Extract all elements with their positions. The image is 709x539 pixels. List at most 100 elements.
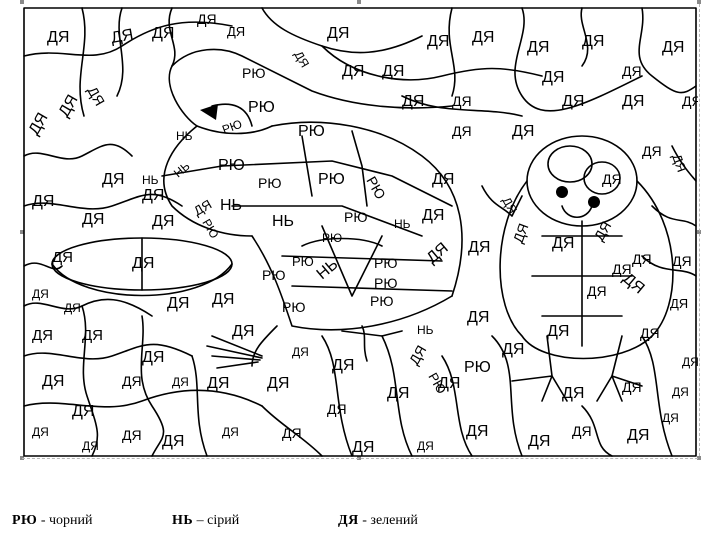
syllable-label: ДЯ [332, 357, 354, 374]
legend-color-name: чорний [49, 513, 93, 528]
syllable-label: ДЯ [512, 123, 534, 140]
syllable-label: ДЯ [82, 327, 103, 344]
syllable-label: ДЯ [622, 93, 644, 110]
legend-color-name: сірий [207, 513, 240, 528]
syllable-label: ДЯ [632, 251, 652, 267]
syllable-label: ДЯ [502, 341, 524, 358]
syllable-label: ДЯ [572, 423, 592, 439]
syllable-label: ДЯ [142, 187, 164, 204]
legend-entry-1: РЮ - чорний [12, 513, 93, 529]
syllable-label: ДЯ [197, 11, 217, 27]
syllable-label: ДЯ [438, 375, 460, 392]
legend-entry-2: НЬ – сірий [172, 513, 239, 529]
syllable-label: ДЯ [327, 25, 349, 42]
syllable-label: ДЯ [602, 171, 622, 187]
syllable-label: ДЯ [207, 375, 229, 392]
syllable-label: РЮ [282, 299, 305, 315]
syllable-label: НЬ [220, 197, 242, 214]
syllable-label: ДЯ [167, 295, 189, 312]
syllable-label: ДЯ [132, 255, 154, 272]
syllable-label: ДЯ [56, 92, 82, 120]
legend-code: НЬ [172, 513, 194, 528]
syllable-label: НЬ [417, 323, 434, 337]
eye-marks [200, 104, 600, 208]
syllable-label: ДЯ [382, 63, 404, 80]
syllable-label: ДЯ [622, 379, 642, 395]
syllable-label: ДЯ [422, 207, 444, 224]
syllable-label: ДЯ [327, 401, 347, 417]
resize-handle-top-left[interactable] [20, 0, 24, 4]
syllable-label: ДЯ [26, 110, 52, 138]
syllable-label: РЮ [464, 359, 491, 376]
syllable-label: ДЯ [267, 375, 289, 392]
syllable-labels: ДЯ ДЯ ДЯ ДЯ ДЯ ДЯ ДЯ ДЯ ДЯ ДЯ ДЯ ДЯ ДЯ ДЯ ДЯ ДЯ ДЯ ДЯ ДЯ ДЯ… [26, 11, 698, 456]
syllable-label: РЮ [220, 117, 244, 137]
syllable-label: ДЯ [528, 433, 550, 450]
syllable-label: ДЯ [191, 197, 214, 219]
syllable-label: ДЯ [82, 439, 99, 453]
syllable-label: ДЯ [591, 219, 615, 244]
legend-separator: - [37, 513, 49, 528]
syllable-label: ДЯ [452, 93, 472, 109]
image-frame: ДЯ ДЯ ДЯ ДЯ ДЯ ДЯ ДЯ ДЯ ДЯ ДЯ ДЯ ДЯ ДЯ ДЯ ДЯ ДЯ ДЯ ДЯ ДЯ ДЯ… [20, 0, 701, 460]
syllable-label: ДЯ [417, 439, 434, 453]
syllable-label: ДЯ [452, 123, 472, 139]
coloring-puzzle[interactable]: ДЯ ДЯ ДЯ ДЯ ДЯ ДЯ ДЯ ДЯ ДЯ ДЯ ДЯ ДЯ ДЯ ДЯ ДЯ ДЯ ДЯ ДЯ ДЯ ДЯ… [22, 6, 698, 458]
resize-handle-bottom-right[interactable] [697, 456, 701, 460]
syllable-label: ДЯ [110, 26, 135, 47]
syllable-label: ДЯ [424, 240, 452, 267]
syllable-label: ДЯ [669, 152, 689, 174]
syllable-label: ДЯ [172, 375, 189, 389]
syllable-label: ДЯ [527, 39, 549, 56]
syllable-label: ДЯ [582, 33, 604, 50]
selection-border-bottom [22, 458, 698, 459]
syllable-label: РЮ [363, 174, 389, 202]
syllable-label: ДЯ [222, 425, 239, 439]
syllable-label: ДЯ [402, 93, 424, 110]
syllable-label: ДЯ [432, 171, 454, 188]
syllable-label: РЮ [318, 171, 345, 188]
syllable-label: ДЯ [662, 411, 679, 425]
syllable-label: РЮ [248, 99, 275, 116]
syllable-label: ДЯ [552, 235, 574, 252]
syllable-label: ДЯ [227, 24, 245, 39]
resize-handle-middle-left[interactable] [20, 230, 24, 234]
syllable-label: РЮ [298, 123, 325, 140]
syllable-label: ДЯ [122, 373, 142, 389]
syllable-label: ДЯ [84, 84, 108, 109]
syllable-label: ДЯ [291, 49, 312, 71]
syllable-label: ДЯ [82, 211, 104, 228]
syllable-label: ДЯ [387, 385, 409, 402]
region-outlines [23, 7, 697, 457]
syllable-label: НЬ [176, 129, 193, 143]
legend-code: РЮ [12, 513, 38, 528]
syllable-label: ДЯ [466, 423, 488, 440]
syllable-label: РЮ [242, 65, 265, 81]
syllable-label: ДЯ [682, 93, 698, 109]
syllable-label: ДЯ [122, 427, 142, 443]
syllable-label: ДЯ [212, 291, 234, 308]
syllable-label: ДЯ [102, 171, 124, 188]
syllable-label: РЮ [292, 254, 314, 269]
syllable-label: РЮ [374, 275, 397, 291]
syllable-label: ДЯ [468, 239, 490, 256]
legend-separator: - [358, 513, 371, 528]
resize-handle-top-middle[interactable] [357, 0, 361, 4]
syllable-label: ДЯ [510, 221, 532, 245]
syllable-label: ДЯ [547, 323, 569, 340]
owl-eye-left [556, 186, 568, 198]
syllable-label: ДЯ [64, 301, 81, 315]
syllable-label: ДЯ [612, 261, 632, 277]
syllable-label: ДЯ [542, 69, 564, 86]
syllable-label: РЮ [258, 175, 281, 191]
syllable-label: РЮ [322, 231, 342, 245]
syllable-label: ДЯ [406, 343, 430, 368]
resize-handle-top-right[interactable] [697, 0, 701, 4]
syllable-label: ДЯ [352, 439, 374, 456]
bird-eye [200, 104, 218, 120]
syllable-label: НЬ [142, 173, 159, 187]
syllable-label: ДЯ [662, 39, 684, 56]
syllable-label: ДЯ [52, 249, 73, 266]
syllable-label: ДЯ [32, 327, 53, 344]
syllable-label: ДЯ [142, 349, 164, 366]
